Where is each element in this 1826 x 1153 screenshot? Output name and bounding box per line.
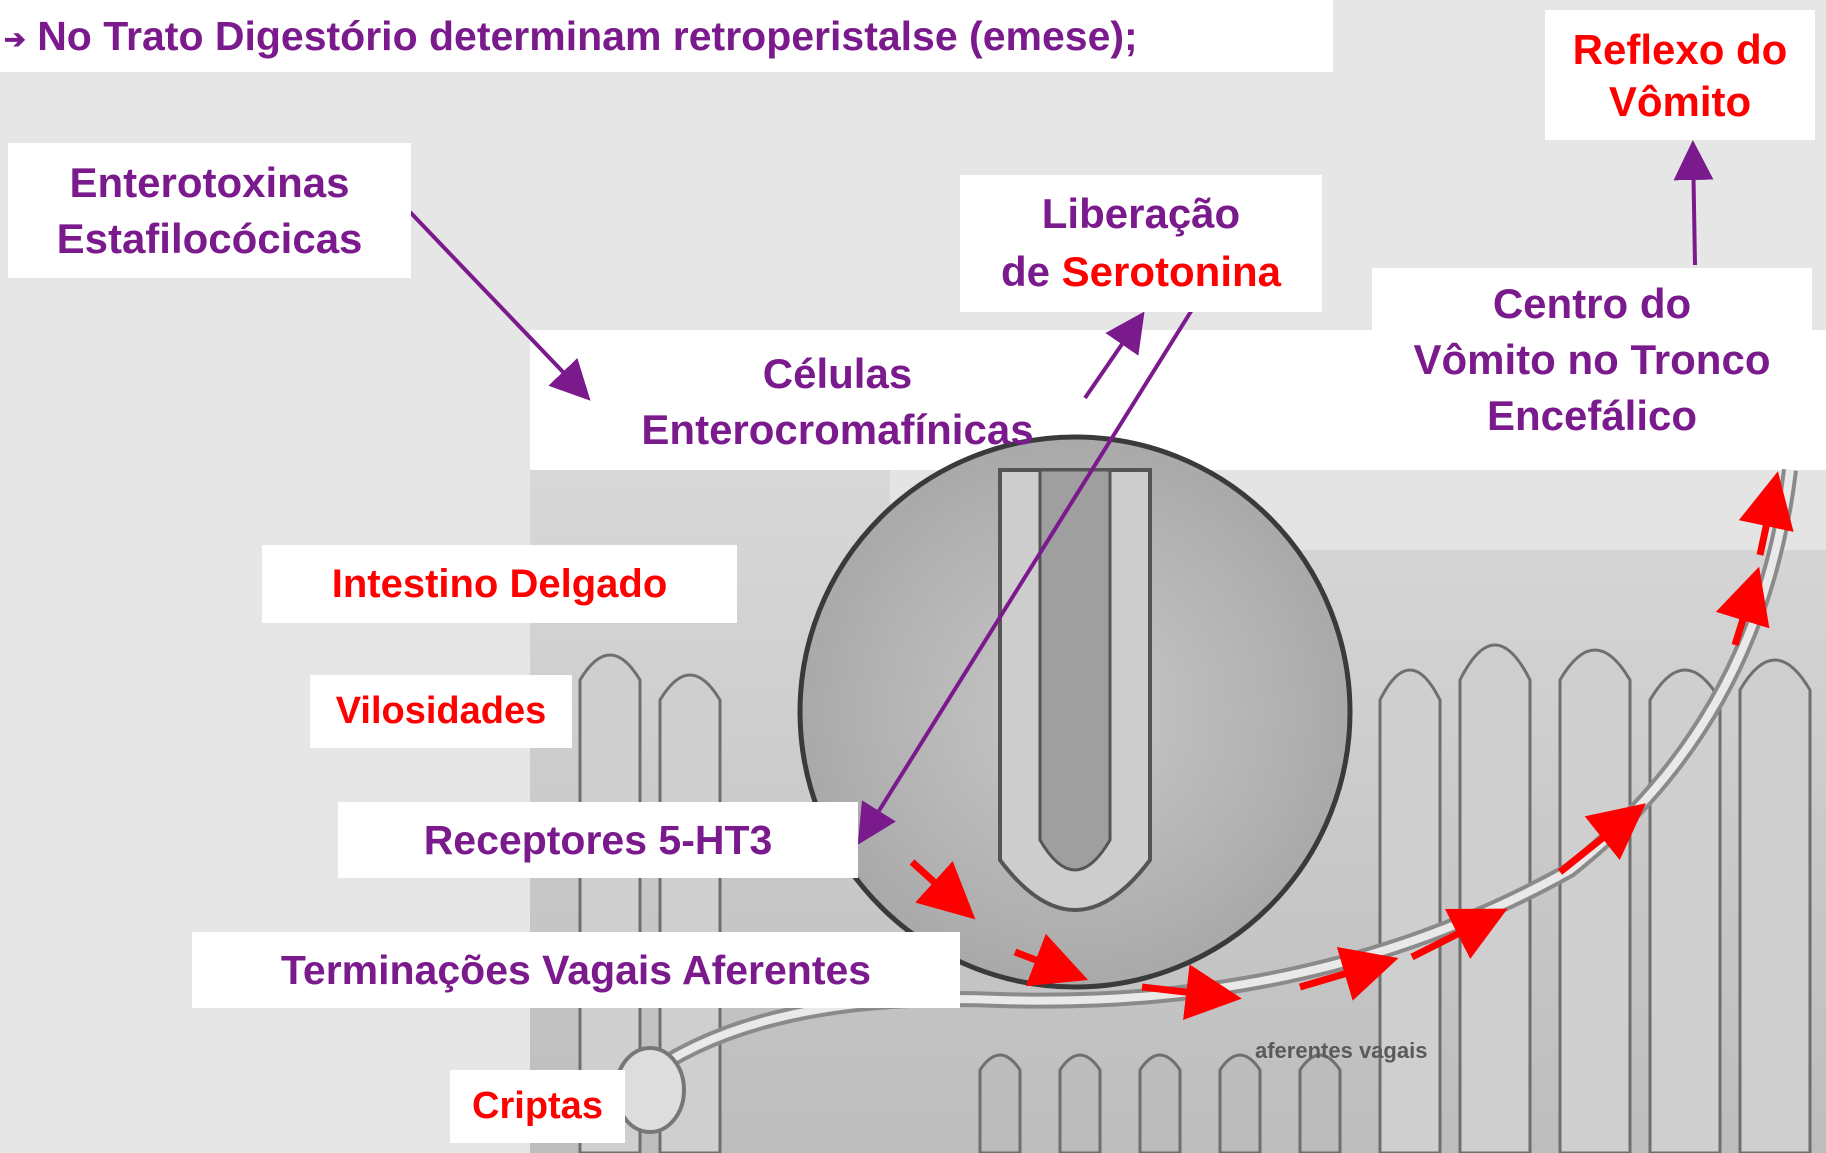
- centro-line3: Encefálico: [1486, 392, 1698, 439]
- terminacoes-text: Terminações Vagais Aferentes: [280, 947, 872, 993]
- reflexo-line1: Reflexo do: [1572, 26, 1788, 73]
- crypts: [978, 1053, 1342, 1153]
- label-terminacoes-vagais: Terminações Vagais Aferentes: [192, 932, 960, 1008]
- receptores-text: Receptores 5-HT3: [423, 817, 773, 863]
- label-enterotoxinas: Enterotoxinas Estafilocócicas: [8, 143, 411, 278]
- celulas-line2: Enterocromafínicas: [641, 406, 1034, 453]
- enterotoxinas-line1: Enterotoxinas: [69, 159, 350, 206]
- label-receptores: Receptores 5-HT3: [338, 802, 858, 878]
- label-vilosidades: Vilosidades: [310, 675, 572, 748]
- liberacao-prefix: de: [1000, 248, 1062, 295]
- label-celulas-enterocromafinicas: Células Enterocromafínicas: [600, 340, 1075, 465]
- enterotoxinas-line2: Estafilocócicas: [56, 215, 363, 262]
- header-banner: ➔ No Trato Digestório determinam retrope…: [0, 0, 1333, 72]
- intestino-text: Intestino Delgado: [331, 562, 668, 606]
- serotonina-highlight: Serotonina: [1061, 248, 1282, 295]
- label-centro-vomito: Centro do Vômito no Tronco Encefálico: [1372, 268, 1812, 450]
- centro-line2: Vômito no Tronco: [1413, 336, 1771, 383]
- label-liberacao-serotonina: Liberação de Serotonina: [960, 175, 1322, 312]
- vilosidades-text: Vilosidades: [335, 690, 547, 732]
- header-text: No Trato Digestório determinam retroperi…: [37, 13, 1138, 59]
- centro-line1: Centro do: [1492, 280, 1692, 327]
- reflexo-line2: Vômito: [1608, 78, 1752, 125]
- criptas-text: Criptas: [472, 1085, 603, 1127]
- label-reflexo-vomito: Reflexo do Vômito: [1545, 10, 1815, 140]
- liberacao-line1: Liberação: [1041, 190, 1241, 237]
- label-intestino-delgado: Intestino Delgado: [262, 545, 737, 623]
- liberacao-line2: de Serotonina: [960, 243, 1322, 301]
- label-criptas: Criptas: [450, 1070, 625, 1143]
- celulas-line1: Células: [762, 350, 913, 397]
- villi: [578, 643, 1812, 1153]
- illustration-caption: aferentes vagais: [1255, 1038, 1427, 1063]
- bullet-arrow-icon: ➔: [4, 24, 26, 55]
